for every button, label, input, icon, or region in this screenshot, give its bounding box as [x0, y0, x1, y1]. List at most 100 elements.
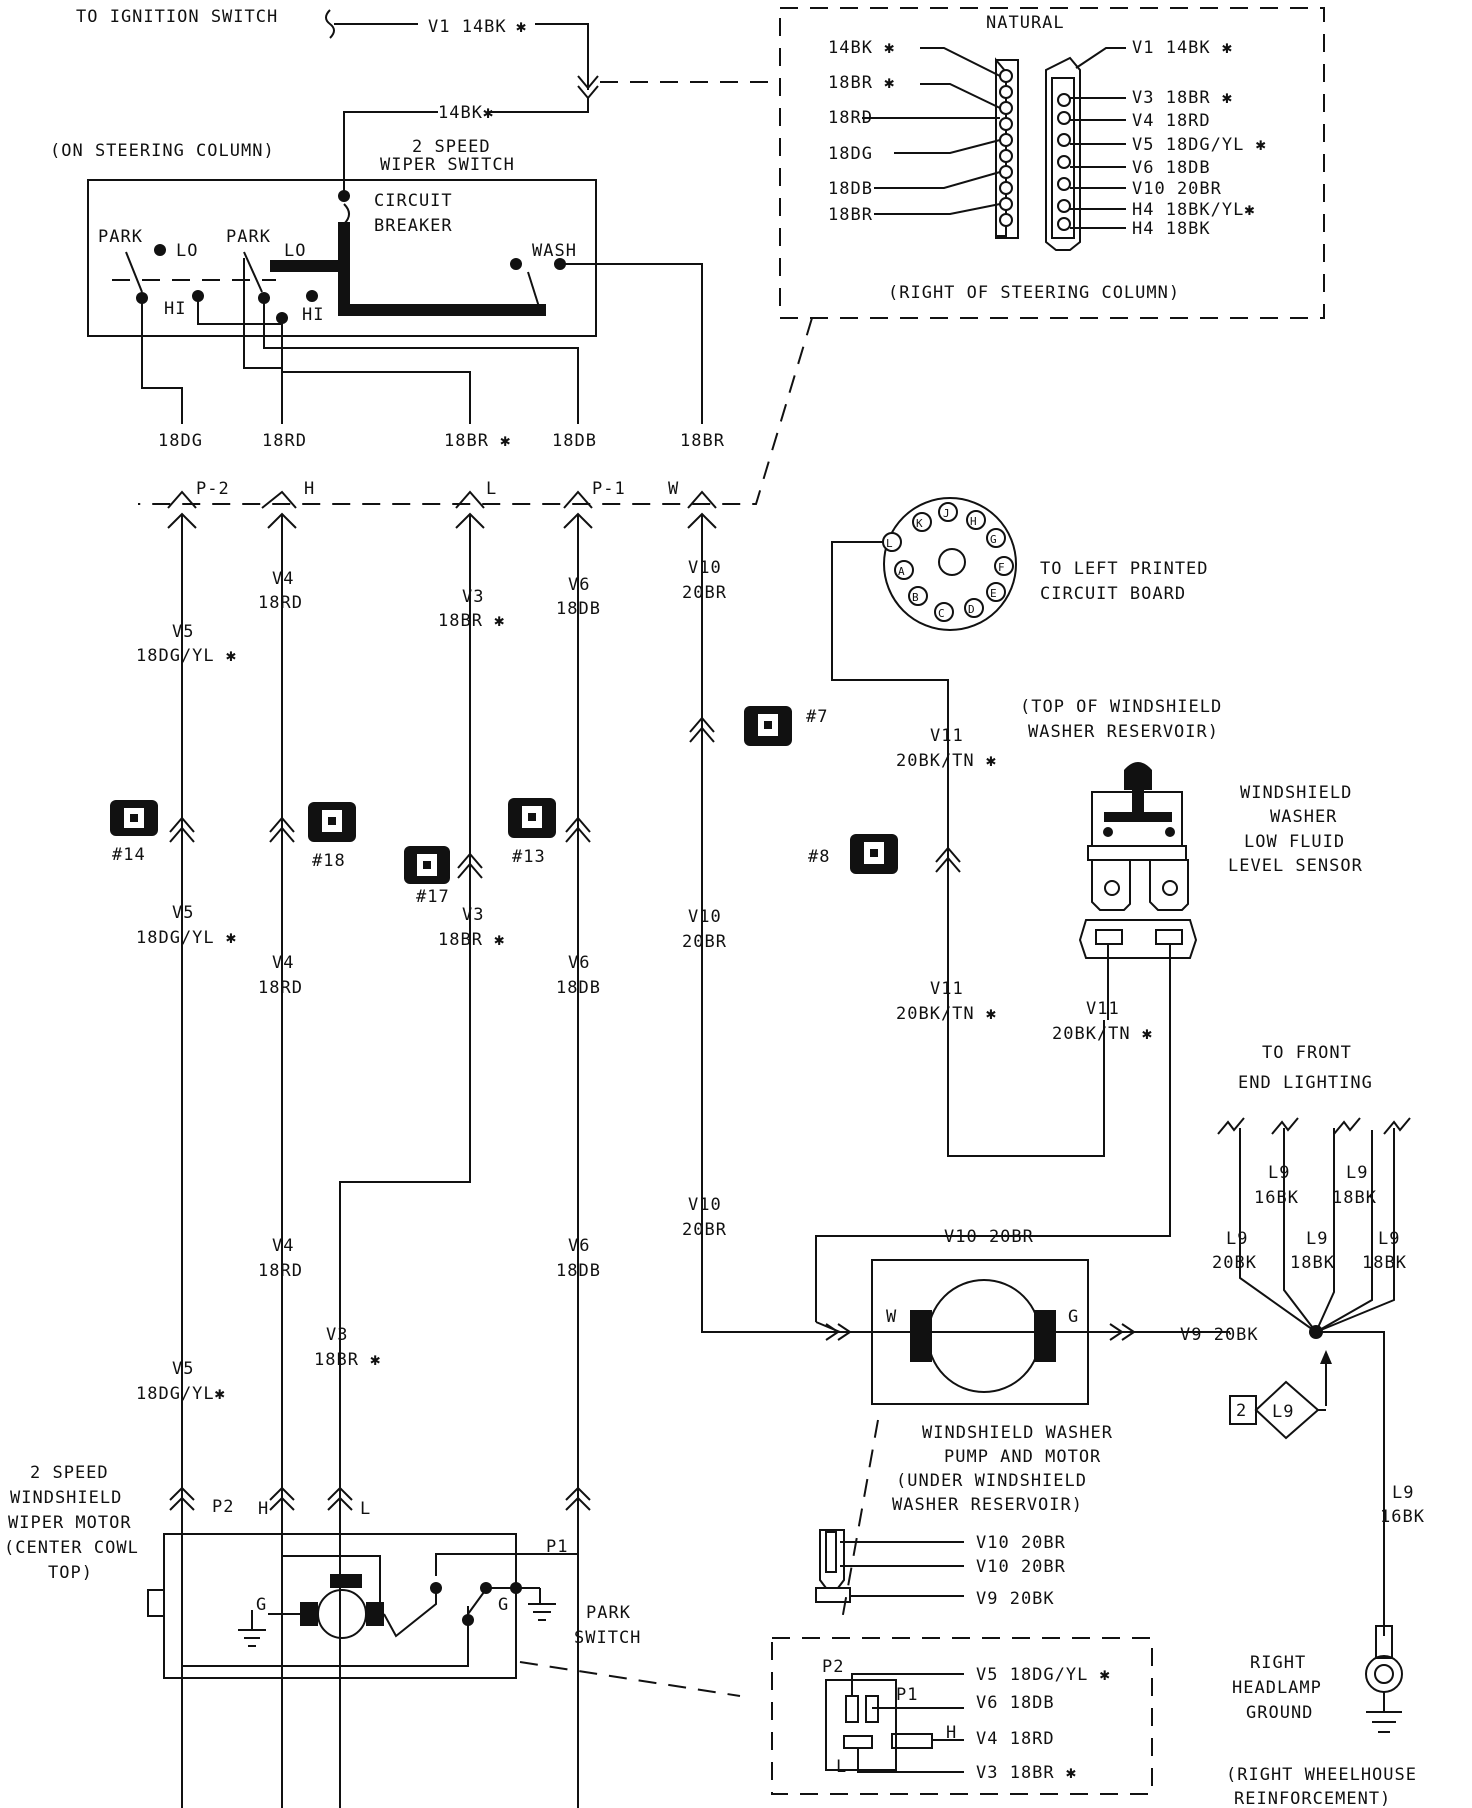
- pin-b: B: [912, 591, 920, 604]
- park-ground-label: G: [498, 1595, 509, 1615]
- v3-label-c: V3: [326, 1325, 348, 1345]
- v3-wire-a: 18BR ✱: [438, 611, 505, 631]
- v10-wire-a: 20BR: [682, 583, 727, 603]
- reference-text: L9: [1272, 1402, 1294, 1422]
- ground-label-5: REINFORCEMENT): [1234, 1789, 1391, 1808]
- l9-label-6: L9: [1392, 1483, 1414, 1503]
- wire-label-18db: 18DB: [552, 431, 597, 451]
- connector-outline: [779, 7, 1325, 319]
- headlamp-ground: RIGHT HEADLAMP GROUND (RIGHT WHEELHOUSE …: [1226, 1625, 1416, 1808]
- splice-14-label: #14: [112, 845, 146, 865]
- pin-j: J: [943, 507, 951, 520]
- wire-label-18rd: 18RD: [262, 431, 307, 451]
- pin-k: K: [916, 517, 924, 530]
- v10-label-a: V10: [688, 558, 722, 578]
- mc-row-4: V3 18BR ✱: [976, 1763, 1077, 1783]
- lo-label-1: LO: [176, 241, 198, 261]
- splice-17: #17: [404, 846, 450, 907]
- ignition-feed: TO IGNITION SWITCH V1 14BK ✱ 14BK✱: [76, 7, 599, 196]
- v11-wire-b: 20BK/TN ✱: [896, 1004, 997, 1024]
- motor-p2-label: P2: [212, 1497, 234, 1517]
- round-connector: [883, 497, 1017, 631]
- motor-connector-icon: [169, 1486, 195, 1511]
- motor-h-label: H: [258, 1499, 269, 1519]
- pump-motor-icon: [927, 1279, 1041, 1393]
- natural-label: NATURAL: [986, 13, 1065, 33]
- sensor-label-1: WINDSHIELD: [1240, 783, 1352, 803]
- wash-label: WASH: [532, 241, 577, 261]
- front-label-2: END LIGHTING: [1238, 1073, 1373, 1093]
- pump-terminal-w: W: [886, 1307, 897, 1327]
- switch-blade-icon: [527, 271, 541, 311]
- cavity-p2: P-2: [196, 479, 230, 499]
- pump-label-3: (UNDER WINDSHIELD: [896, 1471, 1087, 1491]
- pump-conn-1: V10 20BR: [976, 1533, 1066, 1553]
- washer-pump: V10 20BR V9 20BK W G WINDSHIELD WASHER P…: [815, 1227, 1259, 1621]
- pin-h: H: [970, 515, 978, 528]
- pump-conn-2: V10 20BR: [976, 1557, 1066, 1577]
- mc-h: H: [946, 1723, 957, 1743]
- splice-17-label: #17: [416, 887, 450, 907]
- v3-wire-b: 18BR ✱: [438, 930, 505, 950]
- v4-wire-c: 18RD: [258, 1261, 303, 1281]
- pin-e: E: [990, 587, 998, 600]
- v3-wire-c: 18BR ✱: [314, 1350, 381, 1370]
- wiper-motor-icon: [317, 1589, 367, 1639]
- reference-number: 2: [1236, 1401, 1247, 1421]
- pin-d: D: [968, 603, 976, 616]
- motor-label-2: WINDSHIELD: [10, 1488, 122, 1508]
- ground-label-3: GROUND: [1246, 1703, 1313, 1723]
- cavity-chevron-icons: [167, 512, 717, 529]
- circuit-v6-labels: V6 18DB V6 18DB V6 18DB: [556, 575, 600, 1281]
- pump-label-1: WINDSHIELD WASHER: [922, 1423, 1113, 1443]
- motor-connector-icon: [269, 1486, 295, 1511]
- splice-14: #14: [110, 800, 158, 865]
- motor-ground-label: G: [256, 1595, 267, 1615]
- 14bk-wire-label: 14BK✱: [438, 103, 494, 123]
- v4-label-b: V4: [272, 953, 294, 973]
- v5-label-b: V5: [172, 903, 194, 923]
- wire-label-18br-2: 18BR: [680, 431, 725, 451]
- pin-f: F: [998, 561, 1006, 574]
- sensor-label-3: LOW FLUID: [1244, 832, 1345, 852]
- v4-label-c: V4: [272, 1236, 294, 1256]
- wire-label-18dg: 18DG: [158, 431, 203, 451]
- l9-wire-1: 16BK: [1254, 1188, 1299, 1208]
- inline-connector-icon: [269, 816, 295, 843]
- motor-p1-label: P1: [546, 1537, 568, 1557]
- pin-g: G: [990, 533, 998, 546]
- ground-icon: [528, 1588, 556, 1621]
- mc-row-1: V5 18DG/YL ✱: [976, 1665, 1111, 1685]
- mc-p2: P2: [822, 1657, 844, 1677]
- splice-8: #8: [808, 834, 898, 874]
- v11-label-a: V11: [930, 726, 964, 746]
- pcb-connector: L K J H G F E D C B A TO LEFT PRINTED CI…: [831, 497, 1208, 1157]
- conn-right-5: V6 18DB: [1132, 158, 1211, 178]
- pump-connector-g-icon: [1109, 1323, 1136, 1341]
- asterisk-icon: ✱: [516, 17, 527, 37]
- wiper-switch: (ON STEERING COLUMN) 2 SPEED WIPER SWITC…: [50, 137, 703, 424]
- switch-title-1: 2 SPEED: [412, 137, 491, 157]
- motor-label-4: (CENTER COWL: [4, 1538, 139, 1558]
- conn-left-5: 18DB: [828, 179, 873, 199]
- steering-connector-box: NATURAL (RIGHT OF STEERING COLUMN) 14BK …: [779, 7, 1325, 319]
- connector-location-label: (RIGHT OF STEERING COLUMN): [888, 283, 1180, 303]
- ground-icon: [1366, 1692, 1402, 1733]
- splice-8-label: #8: [808, 847, 830, 867]
- l9-wire-6: 16BK: [1380, 1507, 1425, 1527]
- front-label-1: TO FRONT: [1262, 1043, 1352, 1063]
- conn-right-4: V5 18DG/YL ✱: [1132, 135, 1267, 155]
- wire-break-icon: [1217, 1117, 1411, 1135]
- pump-label-4: WASHER RESERVOIR): [892, 1495, 1083, 1515]
- v9-label: V9 20BK: [1180, 1325, 1259, 1345]
- circuit-v10-labels: V10 20BR V10 20BR V10 20BR: [682, 558, 727, 1240]
- circuit-breaker-icon: [343, 203, 350, 225]
- hi-label-2: HI: [302, 305, 324, 325]
- inline-connector-icon: [935, 846, 961, 873]
- mc-row-3: V4 18RD: [976, 1729, 1055, 1749]
- v6-label-c: V6: [568, 1236, 590, 1256]
- pcb-label-2: CIRCUIT BOARD: [1040, 584, 1186, 604]
- l9-wire-5: 18BK: [1362, 1253, 1407, 1273]
- conn-right-8: H4 18BK: [1132, 219, 1211, 239]
- conn-right-1: V1 14BK ✱: [1132, 38, 1233, 58]
